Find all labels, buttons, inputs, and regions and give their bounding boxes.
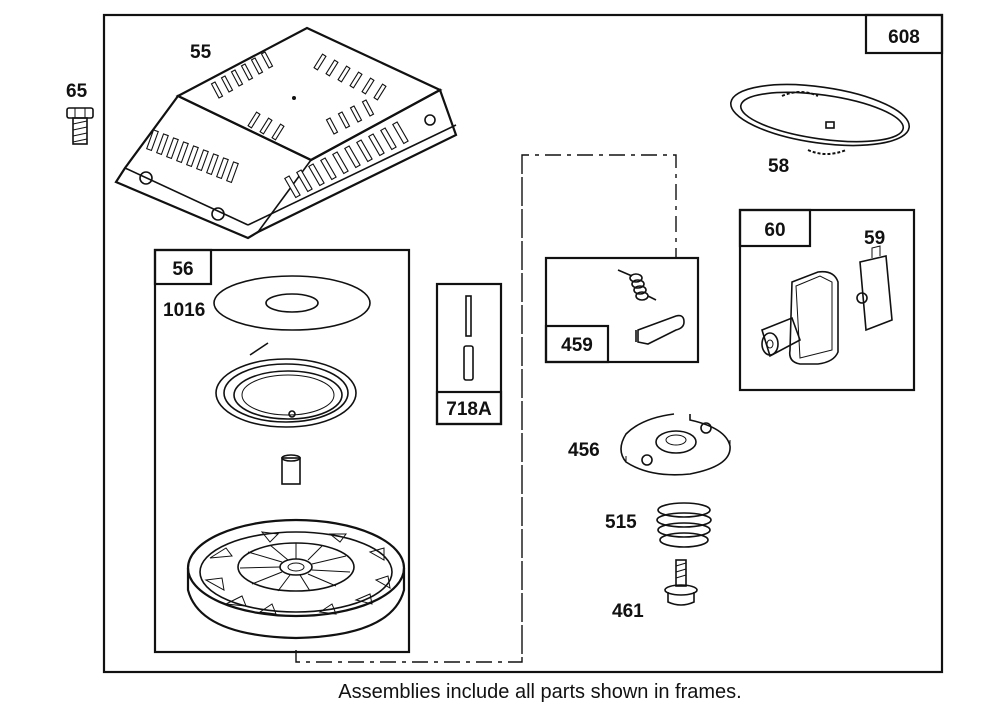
screw-part: 65	[66, 81, 94, 145]
grip-kit-frame: 60 59	[738, 208, 916, 392]
frame-label-starter: 56	[172, 259, 193, 280]
part-label-housing: 55	[190, 42, 212, 63]
starter-frame: 56 1016	[153, 248, 411, 654]
part-label-rope: 58	[768, 156, 789, 177]
frame-label-pin-kit: 718A	[446, 399, 492, 420]
part-label-grip: 59	[864, 228, 885, 249]
starter-rope-part: 58	[729, 83, 911, 177]
outer-frame: 608	[102, 13, 944, 674]
blower-housing-part: 55	[114, 26, 458, 240]
pawl-kit-frame: 459	[544, 256, 700, 364]
retainer-spring-part: 515	[605, 502, 712, 548]
part-label-washer: 1016	[163, 300, 205, 321]
frame-label-pawl-kit: 459	[561, 335, 593, 356]
pawl-retainer-part: 456	[568, 413, 731, 476]
part-label-spring: 515	[605, 512, 637, 533]
frame-label-outer: 608	[888, 27, 920, 48]
part-label-screw: 65	[66, 81, 88, 102]
part-label-retainer: 456	[568, 440, 600, 461]
frame-connector-line	[295, 154, 677, 663]
diagram-caption: Assemblies include all parts shown in fr…	[338, 681, 742, 703]
part-label-bolt: 461	[612, 601, 644, 622]
frame-label-grip-kit: 60	[764, 220, 785, 241]
pin-kit-frame: 718A	[435, 282, 503, 426]
retainer-bolt-part: 461	[612, 559, 698, 622]
